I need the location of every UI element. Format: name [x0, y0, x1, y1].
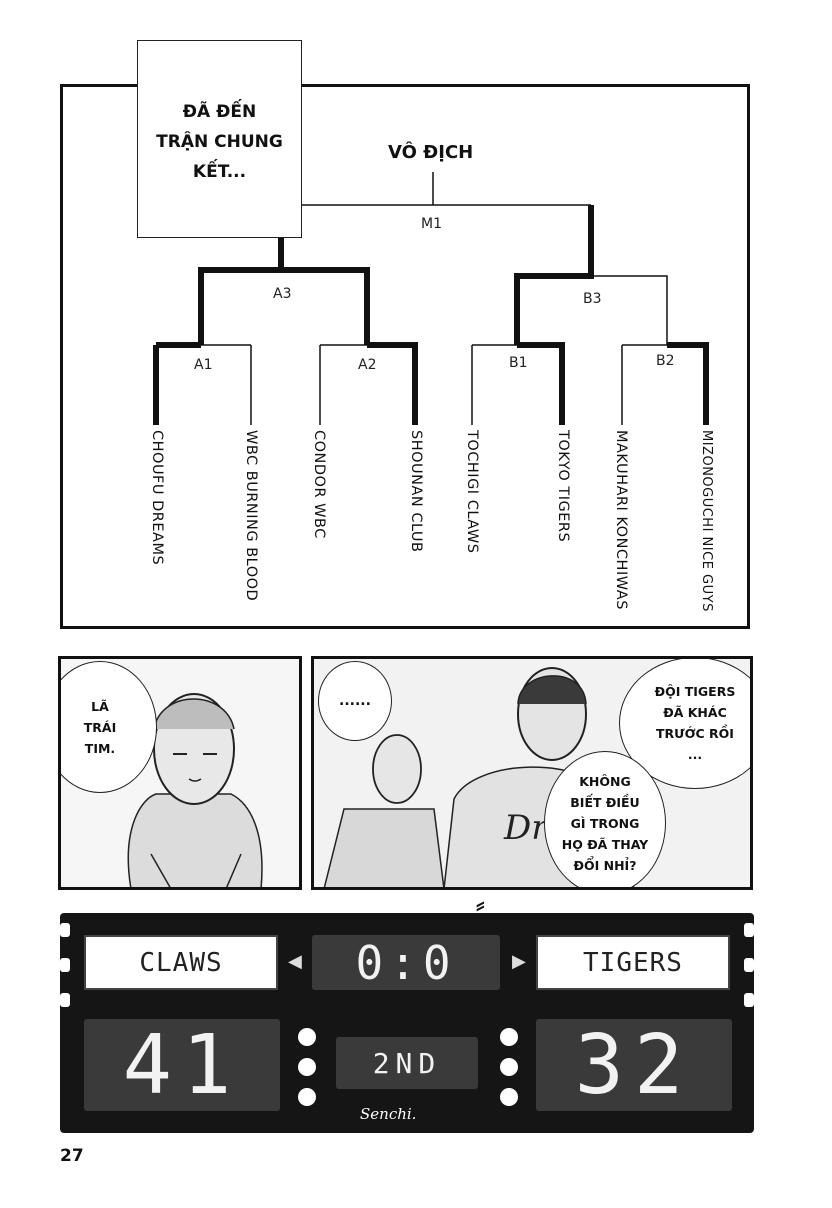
team-label: CHOUFU DREAMS	[149, 430, 165, 566]
champion-label: VÔ ĐỊCH	[388, 142, 474, 163]
node-b2: B2	[656, 353, 675, 369]
right-arrow-icon: ▶	[512, 951, 526, 972]
indicator-dot	[298, 1088, 316, 1106]
sfx-mark: ⸗	[476, 890, 485, 920]
team-right-name: TIGERS	[536, 935, 730, 990]
node-a2: A2	[358, 357, 377, 373]
period-indicator: 2ND	[336, 1037, 478, 1089]
intro-caption-box: ĐÃ ĐẾN TRẬN CHUNG KẾT...	[137, 40, 302, 238]
indicator-dot	[500, 1058, 518, 1076]
indicator-dot	[298, 1058, 316, 1076]
node-b3: B3	[583, 291, 602, 307]
node-m1: M1	[421, 216, 442, 232]
speech-bubble: ĐỘI TIGERS ĐÃ KHÁC TRƯỚC RỒI ...	[619, 659, 750, 789]
score-left: 41	[84, 1018, 280, 1113]
game-clock: 0:0	[312, 935, 500, 990]
team-label: CONDOR WBC	[311, 430, 327, 539]
intro-caption: ĐÃ ĐẾN TRẬN CHUNG KẾT...	[156, 102, 283, 182]
manga-panel-left: LÃ TRÁI TIM.	[58, 656, 302, 890]
node-a1: A1	[194, 357, 213, 373]
team-label: WBC BURNING BLOOD	[243, 430, 259, 602]
node-a3: A3	[273, 286, 292, 302]
brand-logo-text: Senchi.	[360, 1105, 417, 1123]
a2-right-leg	[367, 342, 418, 425]
bracket-panel	[60, 84, 750, 629]
team-label: SHOUNAN CLUB	[408, 430, 424, 553]
score-right: 32	[536, 1018, 732, 1113]
node-b1: B1	[509, 355, 528, 371]
team-left-name: CLAWS	[84, 935, 278, 990]
team-label: MIZONOGUCHI NICE GUYS	[699, 430, 714, 612]
b3-left-path	[514, 205, 594, 345]
a3-right-path	[281, 267, 370, 345]
left-arrow-icon: ◀	[288, 951, 302, 972]
team-label: TOKYO TIGERS	[555, 430, 571, 543]
speech-bubble-small: ......	[318, 661, 392, 741]
indicator-dot	[298, 1028, 316, 1046]
scoreboard: CLAWS TIGERS ◀ ▶ 0:0 41 32 2ND Senchi.	[60, 913, 754, 1133]
page-number: 27	[60, 1146, 84, 1166]
speech-bubble: LÃ TRÁI TIM.	[61, 661, 157, 793]
manga-panel-right: Dream ...... ĐỘI TIGERS ĐÃ KHÁC TRƯỚC RỒ…	[311, 656, 753, 890]
speech-bubble: KHÔNG BIẾT ĐIỀU GÌ TRONG HỌ ĐÃ THAY ĐỔI …	[544, 751, 666, 887]
team-label: TOCHIGI CLAWS	[464, 430, 480, 554]
b3-right-path	[591, 275, 668, 345]
indicator-dot	[500, 1088, 518, 1106]
team-label: MAKUHARI KONCHIWAS	[613, 430, 629, 610]
b2-right-leg	[667, 342, 709, 425]
b1-right-leg	[517, 342, 565, 425]
indicator-dot	[500, 1028, 518, 1046]
